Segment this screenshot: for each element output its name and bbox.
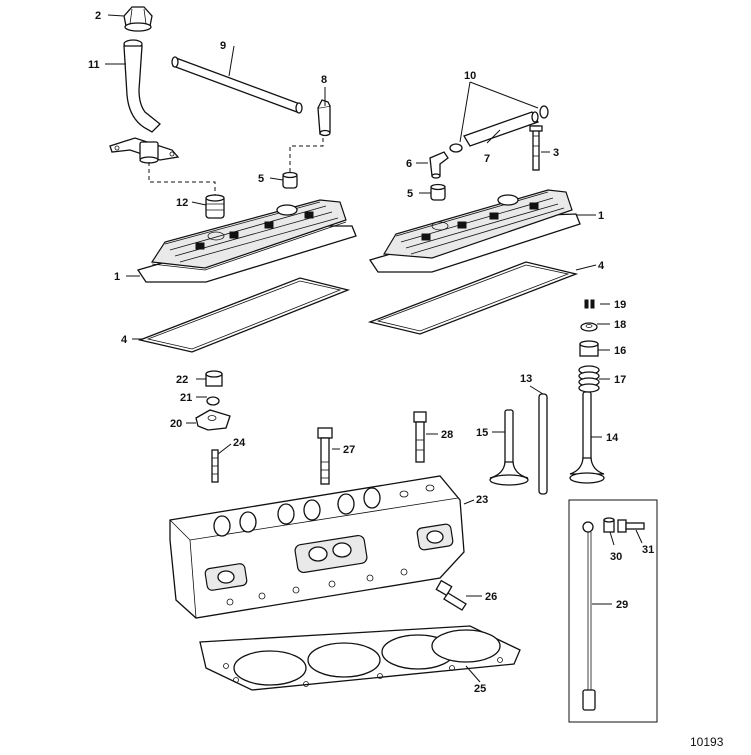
callout-28: 28 — [441, 429, 453, 441]
callout-11: 11 — [88, 59, 100, 71]
ground-bolt — [617, 519, 645, 533]
callout-3: 3 — [553, 147, 559, 159]
valve-lock — [584, 299, 595, 309]
callout-8: 8 — [321, 74, 327, 86]
ground-lead — [582, 521, 596, 711]
callout-4a: 4 — [121, 334, 128, 346]
assembly-line-filler — [148, 162, 216, 205]
inset-frame — [568, 499, 658, 723]
callout-2: 2 — [95, 10, 101, 22]
callout-27: 27 — [343, 444, 355, 456]
spring-retainer — [580, 322, 598, 332]
callout-9: 9 — [220, 40, 226, 52]
exhaust-valve — [569, 391, 605, 484]
callout-5a: 5 — [258, 173, 264, 185]
oil-filler-tube — [109, 39, 180, 164]
pcv-hose-clamps — [449, 105, 549, 153]
callout-15: 15 — [476, 427, 488, 439]
cylinder-head-gasket — [199, 625, 521, 691]
breather-grommet — [205, 194, 225, 219]
callout-20: 20 — [170, 418, 182, 430]
pivot-ball — [206, 396, 220, 406]
rocker-nut — [205, 370, 223, 387]
grommet-left — [282, 171, 298, 189]
valve-spring — [578, 365, 600, 393]
callout-22: 22 — [176, 374, 188, 386]
callout-19: 19 — [614, 299, 626, 311]
callout-7: 7 — [484, 153, 490, 165]
callout-labels: 1 1 2 3 4 4 5 5 6 7 8 9 10 11 12 13 14 1… — [88, 10, 654, 695]
ground-nut — [603, 517, 615, 533]
callout-25: 25 — [474, 683, 486, 695]
assembly-line-vent — [289, 138, 324, 180]
stud-3 — [529, 125, 543, 171]
callout-18: 18 — [614, 319, 626, 331]
callout-17: 17 — [614, 374, 626, 386]
callout-4b: 4 — [598, 260, 605, 272]
callout-30: 30 — [610, 551, 622, 563]
callout-5b: 5 — [407, 188, 413, 200]
grommet-right — [430, 183, 446, 201]
pcv-elbow — [429, 151, 449, 179]
callout-13: 13 — [520, 373, 532, 385]
callout-24: 24 — [233, 437, 246, 449]
callout-21: 21 — [180, 392, 192, 404]
valve-cover-gasket-left — [137, 277, 351, 353]
valve-cover-gasket-right — [367, 261, 579, 335]
head-bolt-long — [317, 427, 333, 485]
head-bolt-stud-top — [413, 411, 427, 463]
callout-31: 31 — [642, 544, 654, 556]
callout-23: 23 — [476, 494, 488, 506]
callout-6: 6 — [406, 158, 412, 170]
callout-1a: 1 — [114, 271, 120, 283]
oil-filler-cap — [123, 6, 153, 32]
rocker-stud — [211, 449, 219, 483]
diagram-number: 10193 — [690, 735, 724, 749]
valve-cover-left — [136, 199, 357, 283]
callout-10: 10 — [464, 70, 476, 82]
intake-valve — [489, 409, 529, 486]
callout-12: 12 — [176, 197, 188, 209]
callout-26: 26 — [485, 591, 497, 603]
vent-elbow-fitting — [317, 99, 331, 137]
valve-cover-right — [368, 189, 581, 273]
crankcase-vent-tube — [171, 56, 303, 114]
callout-16: 16 — [614, 345, 626, 357]
callout-14: 14 — [606, 432, 619, 444]
leader-lines — [105, 14, 643, 683]
cylinder-head — [169, 475, 465, 619]
head-bolt-short — [435, 579, 467, 611]
pcv-tube — [463, 111, 539, 147]
callout-29: 29 — [616, 599, 628, 611]
rocker-arm — [195, 409, 231, 431]
valve-seal — [579, 340, 599, 357]
callout-1b: 1 — [598, 210, 604, 222]
pushrod — [538, 393, 548, 495]
